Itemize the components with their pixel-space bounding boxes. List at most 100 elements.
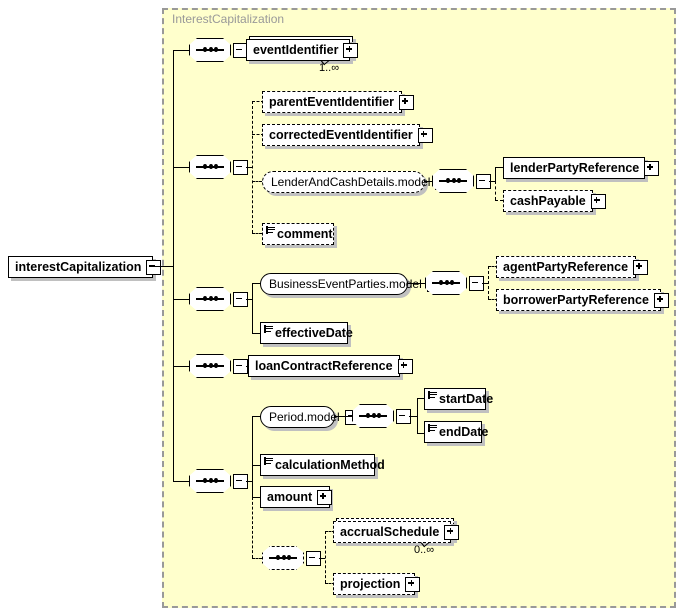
expand-toggle[interactable] (633, 259, 649, 275)
period-branch-trunk (417, 398, 418, 433)
period-model-to-sequence (334, 416, 352, 417)
cardinality-eventIdentifier: 1..∞ (319, 62, 340, 74)
sequence-3-branch-trunk (252, 283, 253, 333)
sequence-compositor-period[interactable] (352, 404, 411, 428)
sequence-dot (203, 296, 207, 301)
parties-seq-stub (482, 283, 488, 284)
branch-stub-3 (173, 299, 189, 300)
element-effectiveDate[interactable]: effectiveDate (260, 322, 353, 344)
element-startDate[interactable]: startDate (424, 388, 493, 410)
element-borrowerPartyReference[interactable]: borrowerPartyReference (496, 289, 669, 311)
sequence-dot (208, 47, 213, 52)
optional-stub-correctedEventIdentifier (252, 134, 264, 135)
sequence-5-stub (246, 481, 252, 482)
sequence-dot (457, 178, 461, 183)
sequence-dot (287, 555, 291, 560)
element-agentPartyReference[interactable]: agentPartyReference (496, 256, 649, 278)
element-label: eventIdentifier (253, 43, 339, 57)
element-label: effectiveDate (275, 326, 353, 340)
optional-stub-comment (252, 233, 262, 234)
sequence-dot (439, 280, 443, 285)
element-lenderPartyReference[interactable]: lenderPartyReference (503, 157, 660, 179)
sequence-dot (203, 164, 207, 169)
element-label: borrowerPartyReference (503, 293, 649, 307)
expand-toggle[interactable] (343, 42, 359, 58)
accrual-branch-trunk (325, 531, 326, 583)
sequence-5-branch-trunk (252, 416, 253, 497)
sequence-dot (214, 296, 218, 301)
sequence-dot (208, 296, 213, 301)
lender-seq-stub (489, 181, 495, 182)
element-eventIdentifier[interactable]: eventIdentifier (246, 39, 359, 61)
branch-startDate (417, 398, 425, 399)
element-label: endDate (439, 425, 489, 439)
expand-toggle[interactable] (397, 358, 413, 374)
sequence-compositor-lender[interactable] (432, 169, 491, 193)
element-label: accrualSchedule (340, 525, 440, 539)
element-parentEventIdentifier[interactable]: parentEventIdentifier (262, 91, 415, 113)
sequence-dot (208, 164, 213, 169)
expand-toggle[interactable] (317, 489, 333, 505)
sequence-compositor-4[interactable] (189, 354, 248, 378)
sequence-5-optional-trunk (252, 497, 253, 558)
expand-toggle[interactable] (399, 94, 415, 110)
sequence-collapse-toggle[interactable] (396, 409, 411, 424)
model-group-LenderAndCashDetails[interactable]: LenderAndCashDetails.model (262, 171, 451, 193)
simple-type-icon (266, 226, 275, 234)
sequence-compositor-1[interactable] (189, 38, 248, 62)
element-label: loanContractReference (255, 359, 393, 373)
expand-toggle[interactable] (644, 160, 660, 176)
element-amount[interactable]: amount (260, 486, 333, 508)
simple-type-icon (428, 424, 437, 432)
element-label: correctedEventIdentifier (269, 128, 413, 142)
element-label: lenderPartyReference (510, 161, 640, 175)
sequence-dot (444, 280, 449, 285)
branch-Period-model (252, 416, 262, 417)
branch-borrowerPartyReference (488, 299, 498, 300)
sequence-dot (214, 478, 218, 483)
sequence-compositor-3[interactable] (189, 287, 248, 311)
lender-model-to-sequence (424, 181, 432, 182)
branch-calculationMethod (252, 465, 262, 466)
model-group-BusinessEventParties[interactable]: BusinessEventParties.model (260, 273, 442, 295)
model-group-label: Period.model (269, 410, 340, 424)
element-endDate[interactable]: endDate (424, 421, 488, 443)
root-collapse-toggle[interactable] (146, 259, 162, 275)
element-comment[interactable]: comment (262, 223, 334, 245)
simple-type-icon (428, 391, 437, 399)
cardinality-accrualSchedule: 0..∞ (414, 544, 435, 556)
parties-branch-trunk (488, 266, 489, 299)
sequence-dot (377, 413, 381, 418)
element-correctedEventIdentifier[interactable]: correctedEventIdentifier (262, 124, 433, 146)
sequence-compositor-accrual[interactable] (262, 546, 321, 570)
expand-toggle[interactable] (653, 292, 669, 308)
element-cashPayable[interactable]: cashPayable (503, 190, 606, 212)
expand-toggle[interactable] (417, 127, 433, 143)
branch-stub-2 (173, 167, 189, 168)
sequence-compositor-5[interactable] (189, 469, 248, 493)
model-group-Period[interactable]: Period.model (260, 406, 360, 428)
sequence-dot (203, 363, 207, 368)
sequence-dot (214, 164, 218, 169)
element-loanContractReference[interactable]: loanContractReference (248, 355, 413, 377)
sequence-dot (208, 478, 213, 483)
element-projection[interactable]: projection (333, 573, 421, 595)
element-accrualSchedule[interactable]: accrualSchedule (333, 521, 460, 543)
expand-toggle[interactable] (590, 193, 606, 209)
sequence-dot (214, 47, 218, 52)
element-label: comment (277, 227, 333, 241)
root-element-interestCapitalization[interactable]: interestCapitalization (8, 256, 162, 278)
sequence-compositor-2[interactable] (189, 155, 248, 179)
sequence-compositor-parties[interactable] (425, 271, 484, 295)
branch-BusinessEventParties (252, 283, 262, 284)
element-label: agentPartyReference (503, 260, 629, 274)
expand-toggle[interactable] (405, 576, 421, 592)
sequence-3-stub (246, 299, 252, 300)
optional-stub-parentEventIdentifier (252, 101, 264, 102)
element-calculationMethod[interactable]: calculationMethod (260, 454, 385, 476)
lender-branch-up (495, 167, 496, 181)
element-label: amount (267, 490, 313, 504)
root-connector (153, 266, 173, 267)
expand-toggle[interactable] (444, 524, 460, 540)
